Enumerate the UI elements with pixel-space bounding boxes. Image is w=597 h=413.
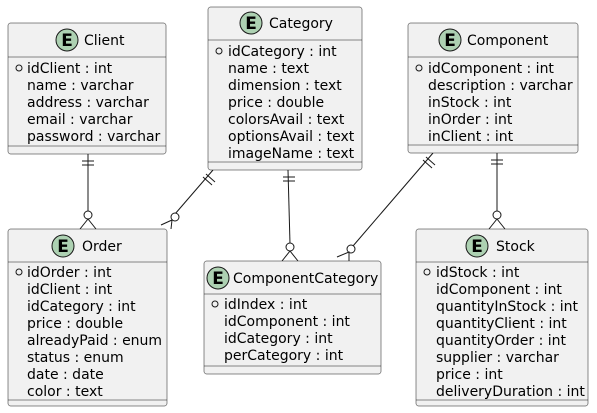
entity-client[interactable]: E Client idClient : int name : varchar a…	[7, 22, 167, 155]
primary-key-icon	[215, 47, 223, 55]
attribute: name : varchar	[27, 78, 134, 94]
attribute: password : varchar	[27, 129, 161, 145]
attribute: idComponent : int	[436, 282, 562, 298]
attribute: quantityInStock : int	[436, 299, 578, 315]
attribute: perCategory : int	[224, 348, 344, 364]
primary-key-icon	[211, 300, 219, 308]
entity-icon	[239, 11, 263, 35]
entity-icon-letter: E	[212, 269, 224, 289]
attribute: dimension : text	[228, 78, 342, 94]
attribute: deliveryDuration : int	[436, 384, 585, 400]
attribute: quantityClient : int	[436, 316, 567, 332]
attribute: inClient : int	[428, 129, 514, 145]
entity-icon	[438, 28, 462, 52]
entity-title: Order	[82, 239, 122, 255]
entity-icon-letter: E	[471, 237, 483, 257]
entity-icon-letter: E	[61, 31, 73, 51]
attribute: inStock : int	[428, 95, 512, 111]
attribute: supplier : varchar	[436, 350, 559, 366]
attribute: colorsAvail : text	[228, 112, 345, 128]
primary-key-attribute: idClient : int	[27, 61, 113, 77]
entity-order[interactable]: E Order idOrder : int idClient : int idC…	[7, 228, 168, 407]
attribute: email : varchar	[27, 112, 133, 128]
attribute: name : text	[228, 61, 309, 77]
entity-title: Component	[467, 33, 549, 49]
attribute: price : double	[27, 316, 123, 332]
entity-icon	[55, 28, 79, 52]
attribute: status : enum	[27, 350, 124, 366]
attribute: description : varchar	[428, 78, 573, 94]
entity-icon	[465, 234, 489, 258]
attribute: idCategory : int	[27, 299, 136, 315]
primary-key-attribute: idStock : int	[436, 265, 520, 281]
entity-title: Client	[84, 33, 125, 49]
entity-icon	[206, 266, 230, 290]
attribute: idComponent : int	[224, 314, 350, 330]
entity-title: Category	[269, 16, 333, 32]
entity-title: ComponentCategory	[233, 271, 378, 287]
attribute: imageName : text	[228, 146, 355, 162]
attribute: inOrder : int	[428, 112, 513, 128]
attribute: address : varchar	[27, 95, 149, 111]
attribute: price : double	[228, 95, 324, 111]
attribute: date : date	[27, 367, 104, 383]
relationship-component-componentcategory	[336, 152, 436, 261]
entity-icon-letter: E	[444, 31, 456, 51]
primary-key-icon	[423, 268, 431, 276]
entity-icon-letter: E	[245, 14, 257, 34]
relationship-category-order	[160, 169, 216, 230]
primary-key-attribute: idCategory : int	[228, 44, 337, 60]
attribute: idClient : int	[27, 282, 113, 298]
entity-component[interactable]: E Component idComponent : int descriptio…	[407, 22, 579, 154]
primary-key-attribute: idComponent : int	[428, 61, 554, 77]
relationship-component-stock	[488, 153, 506, 230]
primary-key-attribute: idOrder : int	[27, 265, 112, 281]
primary-key-icon	[415, 64, 423, 72]
attribute: quantityOrder : int	[436, 333, 567, 349]
entity-icon-letter: E	[57, 237, 69, 257]
attribute: optionsAvail : text	[228, 129, 355, 145]
attribute: alreadyPaid : enum	[27, 333, 162, 349]
entity-icon	[51, 234, 75, 258]
primary-key-attribute: idIndex : int	[224, 297, 308, 313]
relationship-category-componentcategory	[281, 169, 299, 262]
attribute: idCategory : int	[224, 331, 333, 347]
entity-componentcategory[interactable]: E ComponentCategory idIndex : int idComp…	[203, 260, 382, 375]
entity-category[interactable]: E Category idCategory : int name : text …	[207, 6, 363, 171]
primary-key-icon	[15, 64, 23, 72]
attribute: price : int	[436, 367, 503, 383]
relationship-client-order	[79, 154, 97, 230]
entity-stock[interactable]: E Stock idStock : int idComponent : int …	[415, 228, 589, 407]
entity-title: Stock	[496, 239, 536, 255]
attribute: color : text	[27, 384, 103, 400]
primary-key-icon	[15, 268, 23, 276]
